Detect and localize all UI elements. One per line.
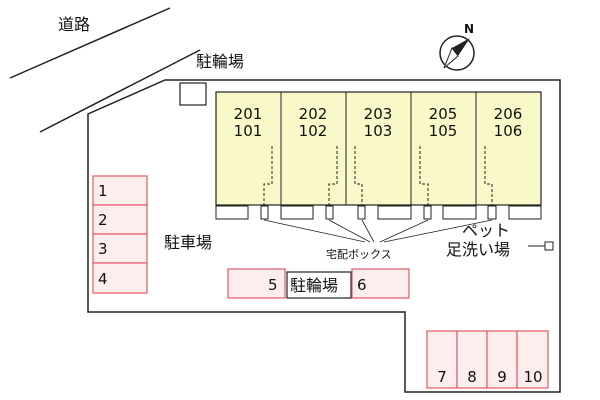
bicycle-parking-top-label: 駐輪場 (196, 52, 244, 71)
compass-north-label: N (464, 22, 474, 36)
unit-upper-number: 205 (429, 105, 458, 123)
parking-space (351, 268, 410, 299)
parking-space-number: 10 (523, 368, 542, 386)
porch-row (215, 205, 542, 220)
building-outline (215, 91, 542, 206)
unit-lower-number: 105 (429, 122, 458, 140)
unit-lower-number: 102 (299, 122, 328, 140)
parking-space-number: 7 (437, 368, 447, 386)
unit-lower-number: 103 (364, 122, 393, 140)
parking-space-number: 4 (98, 270, 108, 288)
parking-space-number: 9 (497, 368, 507, 386)
parking-space (92, 262, 148, 294)
parking-space (227, 268, 286, 299)
road-edge-upper (9, 7, 171, 79)
unit-upper-number: 201 (234, 105, 263, 123)
bicycle-parking-center-label: 駐輪場 (290, 276, 338, 295)
entrance-paths (263, 146, 493, 207)
parking-space-number: 2 (98, 211, 108, 229)
parking-space-number: 5 (268, 276, 278, 294)
unit-lower-number: 106 (494, 122, 523, 140)
parking-space (456, 330, 488, 389)
parking-space (92, 233, 148, 264)
parking-space-number: 1 (98, 182, 108, 200)
footwash-marker (544, 241, 554, 251)
parking-space (516, 330, 549, 389)
parking-space-number: 3 (98, 240, 108, 258)
parking-label: 駐車場 (164, 233, 212, 252)
road-label: 道路 (58, 15, 90, 34)
north-compass-icon: N (439, 22, 475, 71)
pet-label: ペット (462, 221, 510, 240)
bicycle-parking-center-box (286, 271, 352, 299)
unit-lower-number: 101 (234, 122, 263, 140)
parking-row-bottom: 7 8 9 10 (426, 330, 549, 389)
parking-column-left: 1 2 3 4 (92, 175, 148, 294)
unit-upper-number: 203 (364, 105, 393, 123)
bicycle-shed-box (179, 82, 207, 106)
unit-upper-number: 206 (494, 105, 523, 123)
delivery-box-label: 宅配ボックス (326, 247, 392, 261)
unit-upper-number: 202 (299, 105, 328, 123)
building: 201 101 202 102 203 103 205 105 206 106 (215, 91, 542, 207)
pet-footwash-label: 足洗い場 (446, 240, 510, 259)
delivery-box-leaders (263, 219, 493, 243)
parking-space-number: 6 (357, 276, 367, 294)
road-edge-lower (39, 49, 201, 133)
parking-space-number: 8 (467, 368, 477, 386)
